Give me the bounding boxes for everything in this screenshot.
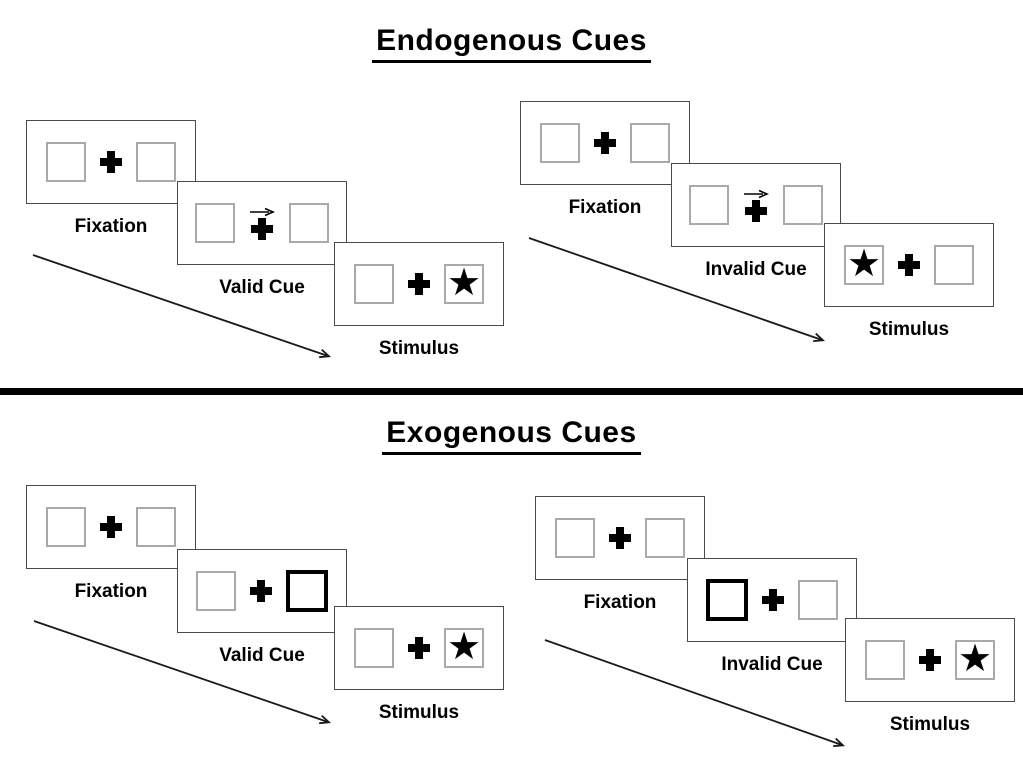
star-icon: ★ <box>846 243 882 285</box>
endo-valid-cue-panel <box>177 181 347 265</box>
exo-invalid-cue-panel <box>687 558 857 642</box>
fixation-cross-icon <box>919 649 941 671</box>
exo-invalid-stimulus-panel: ★ <box>845 618 1015 702</box>
fixation-cross-icon <box>762 589 784 611</box>
placeholder-square <box>196 571 236 611</box>
panel-label: Stimulus <box>889 714 971 735</box>
placeholder-square <box>630 123 670 163</box>
placeholder-square <box>195 203 235 243</box>
exogenous-title-text: Exogenous Cues <box>382 416 641 455</box>
cue-highlight-square <box>286 570 328 612</box>
cue-arrow-icon <box>744 189 769 198</box>
fixation-cross-icon <box>100 516 122 538</box>
panel-label: Valid Cue <box>219 277 305 298</box>
placeholder-square <box>798 580 838 620</box>
cue-arrow-icon <box>250 207 275 216</box>
exogenous-section-title: Exogenous Cues <box>0 416 1023 455</box>
endo-invalid-fixation-panel <box>520 101 690 185</box>
star-icon: ★ <box>957 638 993 680</box>
placeholder-square <box>645 518 685 558</box>
exo-invalid-fixation-panel <box>535 496 705 580</box>
panel-label: Fixation <box>74 216 148 237</box>
section-divider <box>0 388 1023 395</box>
placeholder-square <box>46 142 86 182</box>
timeline-arrow-endogenous-valid <box>32 254 328 356</box>
panel-label: Stimulus <box>868 319 950 340</box>
panel-label: Invalid Cue <box>705 259 807 280</box>
panel-label: Stimulus <box>378 338 460 359</box>
placeholder-square <box>555 518 595 558</box>
panel-label: Fixation <box>74 581 148 602</box>
star-icon: ★ <box>446 626 482 668</box>
central-cue-group <box>249 207 275 240</box>
endo-invalid-stimulus-panel: ★ <box>824 223 994 307</box>
star-icon: ★ <box>446 262 482 304</box>
exo-valid-stimulus-panel: ★ <box>334 606 504 690</box>
endo-valid-fixation-panel <box>26 120 196 204</box>
placeholder-square <box>46 507 86 547</box>
timeline-arrow-exogenous-valid <box>33 620 328 722</box>
fixation-cross-icon <box>408 637 430 659</box>
panel-label: Fixation <box>568 197 642 218</box>
placeholder-square <box>136 507 176 547</box>
endo-invalid-cue-panel <box>671 163 841 247</box>
central-cue-group <box>743 189 769 222</box>
placeholder-square <box>354 628 394 668</box>
placeholder-square <box>689 185 729 225</box>
placeholder-square <box>540 123 580 163</box>
placeholder-square <box>289 203 329 243</box>
cue-highlight-square <box>706 579 748 621</box>
fixation-cross-icon <box>408 273 430 295</box>
exo-valid-cue-panel <box>177 549 347 633</box>
fixation-cross-icon <box>251 217 273 240</box>
panel-label: Invalid Cue <box>721 654 823 675</box>
endo-valid-stimulus-panel: ★ <box>334 242 504 326</box>
fixation-cross-icon <box>745 199 767 222</box>
timeline-arrow-endogenous-invalid <box>528 237 822 340</box>
fixation-cross-icon <box>609 527 631 549</box>
stimulus-square: ★ <box>444 264 484 304</box>
panel-label: Stimulus <box>378 702 460 723</box>
endogenous-section-title: Endogenous Cues <box>0 24 1023 63</box>
placeholder-square <box>783 185 823 225</box>
exo-valid-fixation-panel <box>26 485 196 569</box>
endogenous-title-text: Endogenous Cues <box>372 24 651 63</box>
placeholder-square <box>136 142 176 182</box>
placeholder-square <box>934 245 974 285</box>
stimulus-square: ★ <box>844 245 884 285</box>
fixation-cross-icon <box>898 254 920 276</box>
stimulus-square: ★ <box>444 628 484 668</box>
placeholder-square <box>865 640 905 680</box>
panel-label: Fixation <box>583 592 657 613</box>
panel-label: Valid Cue <box>219 645 305 666</box>
fixation-cross-icon <box>100 151 122 173</box>
fixation-cross-icon <box>594 132 616 154</box>
placeholder-square <box>354 264 394 304</box>
stimulus-square: ★ <box>955 640 995 680</box>
fixation-cross-icon <box>250 580 272 602</box>
